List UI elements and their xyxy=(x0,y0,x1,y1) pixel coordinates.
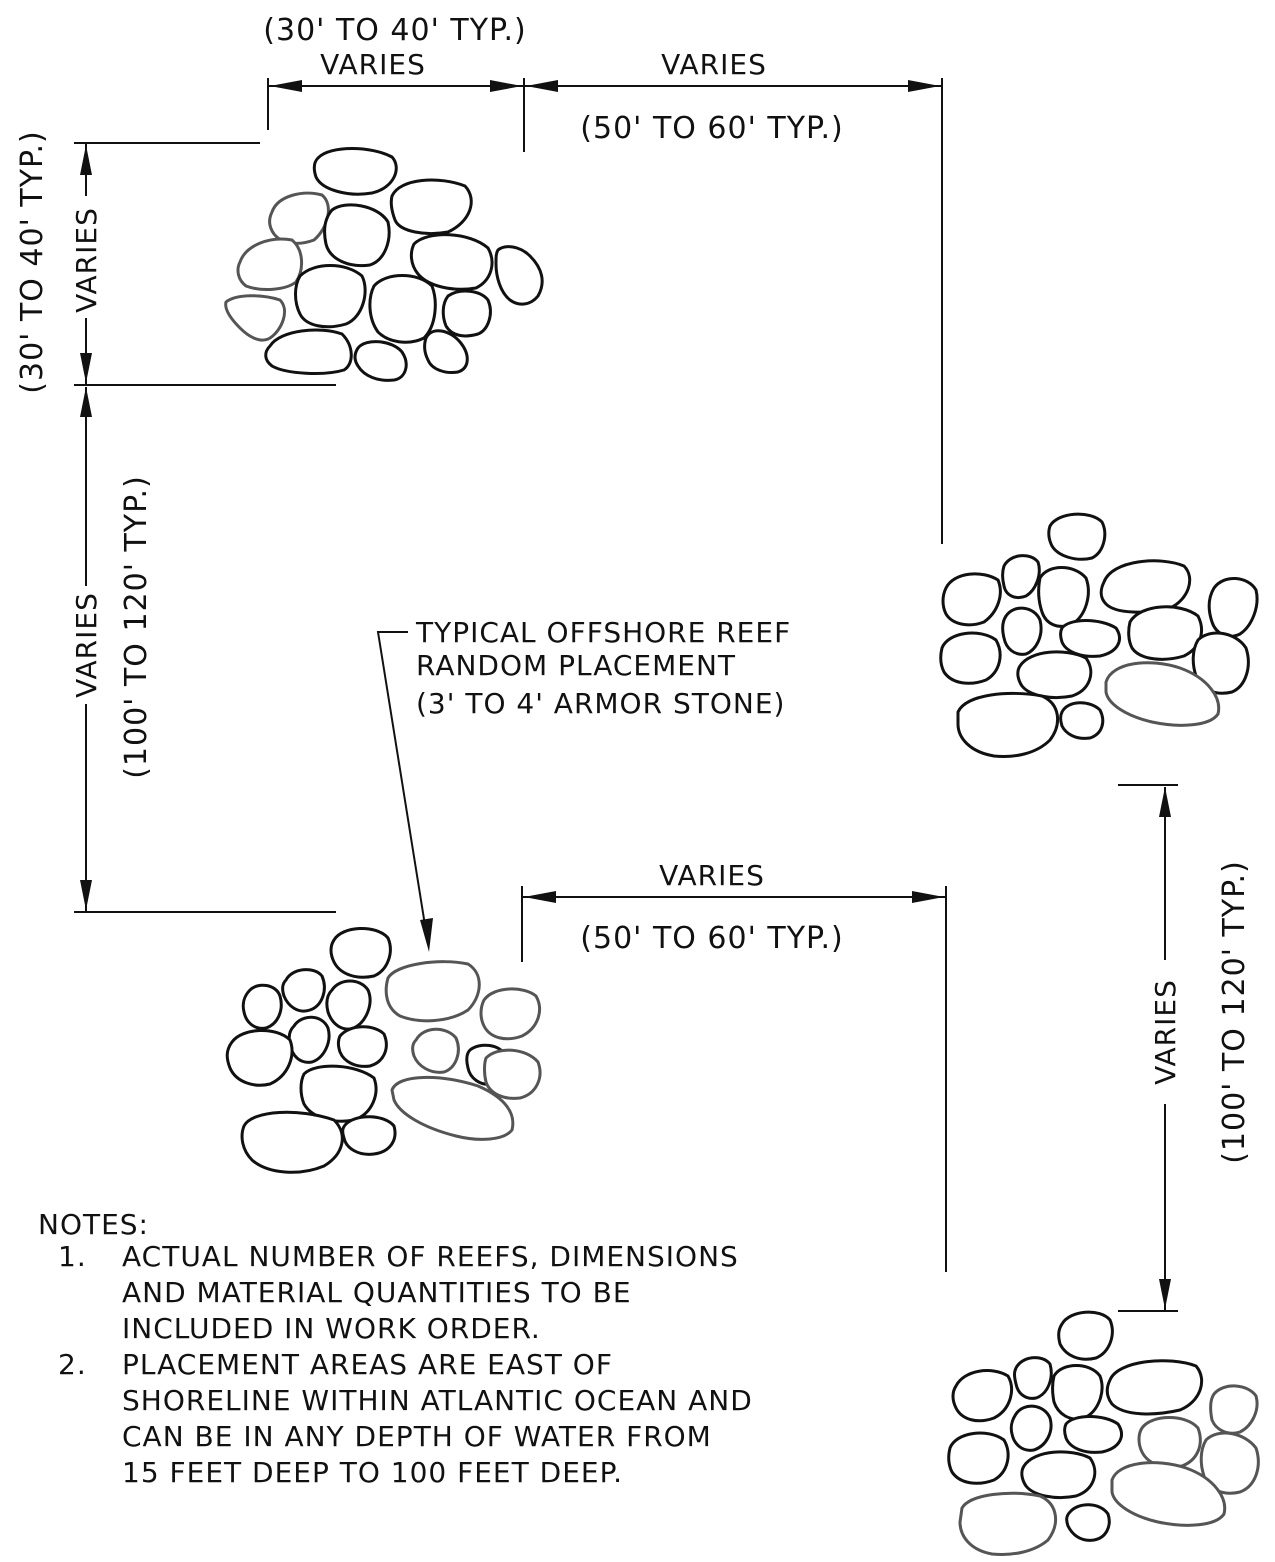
reef-bottom-left xyxy=(225,926,542,1174)
top-spacing-typ: (50' TO 60' TYP.) xyxy=(580,111,843,146)
top-spacing-horizontal-dimension: VARIES (50' TO 60' TYP.) xyxy=(524,48,943,544)
bottom-spacing-label: VARIES xyxy=(659,859,765,892)
reef-callout: TYPICAL OFFSHORE REEF RANDOM PLACEMENT (… xyxy=(376,616,791,952)
callout-line-2: RANDOM PLACEMENT xyxy=(416,649,736,682)
top-reef-width-typ: (30' TO 40' TYP.) xyxy=(263,13,526,48)
callout-line-1: TYPICAL OFFSHORE REEF xyxy=(415,616,791,649)
bottom-spacing-horizontal-dimension: VARIES (50' TO 60' TYP.) xyxy=(521,859,947,1272)
right-spacing-typ: (100' TO 120' TYP.) xyxy=(1217,860,1252,1164)
top-spacing-label: VARIES xyxy=(661,48,767,81)
note-2-line-2: SHORELINE WITHIN ATLANTIC OCEAN AND xyxy=(122,1384,753,1417)
note-2-line-1: PLACEMENT AREAS ARE EAST OF xyxy=(122,1348,613,1381)
left-spacing-typ: (100' TO 120' TYP.) xyxy=(119,475,154,779)
reef-top-left xyxy=(224,147,544,382)
left-spacing-vertical-dimension: VARIES (100' TO 120' TYP.) xyxy=(70,387,336,913)
top-reef-height-dimension: VARIES (30' TO 40' TYP.) xyxy=(15,130,336,394)
note-2-line-3: CAN BE IN ANY DEPTH OF WATER FROM xyxy=(122,1420,712,1453)
bottom-spacing-typ: (50' TO 60' TYP.) xyxy=(580,921,843,956)
note-1-line-3: INCLUDED IN WORK ORDER. xyxy=(122,1312,541,1345)
reef-right-upper xyxy=(939,512,1259,758)
note-2-number: 2. xyxy=(58,1348,87,1381)
top-reef-height-typ: (30' TO 40' TYP.) xyxy=(15,130,50,393)
top-reef-width-label: VARIES xyxy=(320,48,426,81)
callout-line-3: (3' TO 4' ARMOR STONE) xyxy=(416,687,785,720)
right-spacing-vertical-dimension: VARIES (100' TO 120' TYP.) xyxy=(1118,784,1252,1312)
note-1-line-1: ACTUAL NUMBER OF REEFS, DIMENSIONS xyxy=(122,1240,739,1273)
note-1-number: 1. xyxy=(58,1240,87,1273)
notes-heading: NOTES: xyxy=(38,1208,149,1241)
reef-right-lower xyxy=(947,1310,1260,1556)
right-spacing-label: VARIES xyxy=(1149,979,1182,1085)
top-reef-width-dimension: (30' TO 40' TYP.) VARIES xyxy=(263,13,526,152)
note-2-line-4: 15 FEET DEEP TO 100 FEET DEEP. xyxy=(122,1456,623,1489)
top-reef-height-label: VARIES xyxy=(70,207,103,313)
note-1-line-2: AND MATERIAL QUANTITIES TO BE xyxy=(122,1276,632,1309)
notes-block: NOTES: 1. ACTUAL NUMBER OF REEFS, DIMENS… xyxy=(38,1208,753,1489)
left-spacing-label: VARIES xyxy=(70,592,103,698)
